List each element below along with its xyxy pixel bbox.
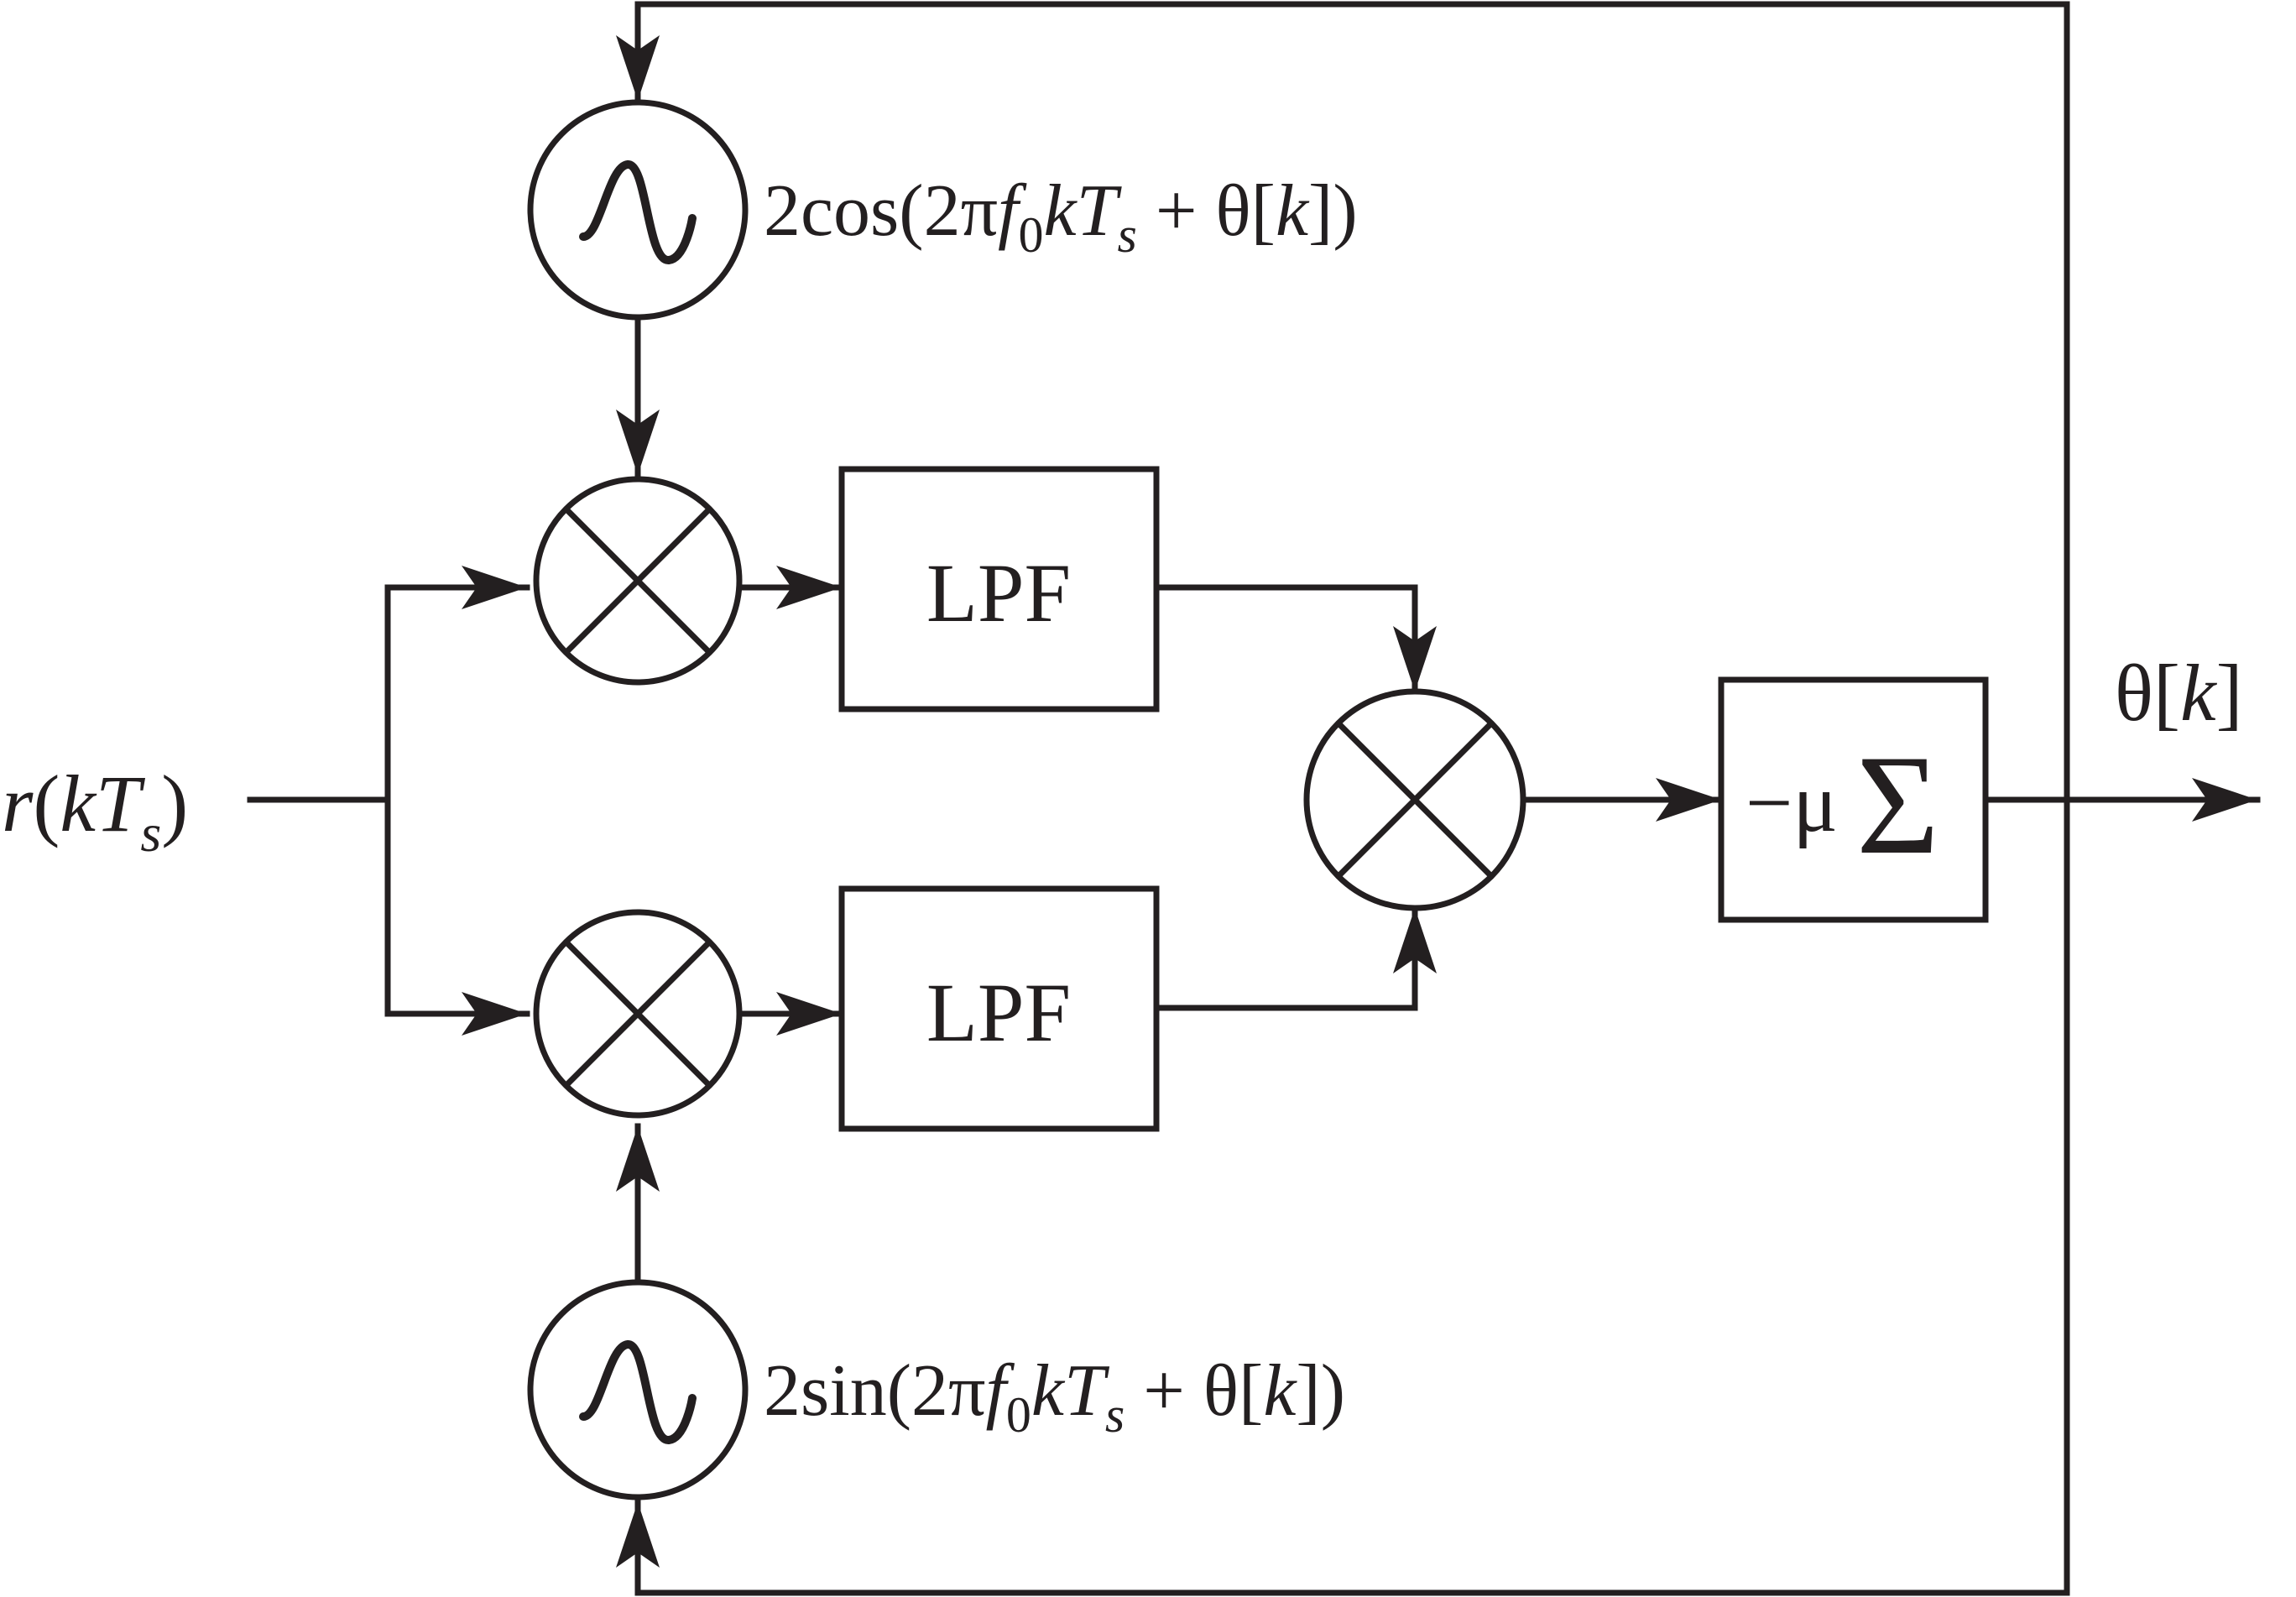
lpf-bottom-label: LPF xyxy=(926,966,1071,1059)
sin-t: T xyxy=(1064,1350,1110,1432)
multiply-icon xyxy=(1336,721,1494,879)
output-k: k xyxy=(2180,648,2218,738)
arrow-right-icon xyxy=(2192,778,2257,822)
arrow-down-icon xyxy=(616,410,660,475)
input-close-paren: ) xyxy=(161,759,188,848)
cos-f-subscript: 0 xyxy=(1019,207,1044,263)
cos-k: k xyxy=(1044,170,1078,252)
arrow-right-icon xyxy=(462,992,527,1036)
lpf-top-box xyxy=(838,466,1160,712)
arrow-down-icon xyxy=(616,35,660,101)
multiply-icon xyxy=(563,939,712,1088)
accumulator-gain-label: −μ xyxy=(1745,756,1838,849)
sine-wave-icon xyxy=(579,160,697,264)
arrow-up-icon xyxy=(616,1502,660,1568)
cos-oscillator-label: 2cos(2πf0kTs + θ[k]) xyxy=(764,170,1358,263)
input-var: r xyxy=(2,759,34,848)
input-t: T xyxy=(96,759,146,848)
multiply-icon xyxy=(563,506,712,655)
arrow-down-icon xyxy=(1393,626,1437,692)
accumulator-sum-icon: Σ xyxy=(1856,726,1939,884)
sin-oscillator-label: 2sin(2πf0kTs + θ[k]) xyxy=(764,1350,1345,1443)
lpf-top-label: LPF xyxy=(926,546,1071,639)
sin-plus-theta: + θ[ xyxy=(1125,1350,1263,1432)
oscillator-circle xyxy=(527,99,749,321)
sin-k: k xyxy=(1031,1350,1066,1432)
cos-k2: k xyxy=(1276,170,1310,252)
oscillator-circle xyxy=(527,1279,749,1500)
arrow-up-icon xyxy=(1393,908,1437,973)
feedback-bottom-wire xyxy=(634,1499,2070,1596)
output-theta: θ xyxy=(2115,648,2153,738)
cos-t-subscript: s xyxy=(1118,207,1137,263)
accumulator-box xyxy=(1718,676,1989,923)
bottom-lpf-to-phase-mixer-wire xyxy=(1153,905,1418,1011)
output-open-bracket: [ xyxy=(2153,648,2180,738)
sin-oscillator xyxy=(527,1279,749,1500)
input-signal-label: r(kTs) xyxy=(2,759,188,863)
arrow-right-icon xyxy=(776,992,842,1036)
sin-close: ]) xyxy=(1296,1350,1345,1432)
arrowheads xyxy=(462,35,2257,1568)
cos-t: T xyxy=(1077,170,1123,252)
sin-k2: k xyxy=(1263,1350,1297,1432)
lpf-bottom-box xyxy=(838,885,1160,1132)
bottom-mixer xyxy=(533,909,743,1119)
arrow-right-icon xyxy=(1656,778,1721,822)
feedback-top-wire xyxy=(634,1,2070,104)
top-mixer xyxy=(533,476,743,686)
cos-plus-theta: + θ[ xyxy=(1137,170,1276,252)
cos-prefix: 2cos(2π xyxy=(764,170,998,252)
cos-oscillator xyxy=(527,99,749,321)
sin-prefix: 2sin(2π xyxy=(764,1350,985,1432)
input-k: k xyxy=(60,759,97,848)
arrow-up-icon xyxy=(616,1126,660,1192)
output-signal-label: θ[k] xyxy=(2115,648,2243,738)
arrow-right-icon xyxy=(462,566,527,609)
sine-wave-icon xyxy=(579,1340,697,1444)
sin-t-subscript: s xyxy=(1105,1387,1125,1443)
cos-close: ]) xyxy=(1308,170,1358,252)
arrow-right-icon xyxy=(776,566,842,609)
sin-f-subscript: 0 xyxy=(1006,1387,1031,1443)
input-t-subscript: s xyxy=(140,803,161,863)
top-lpf-to-phase-mixer-wire xyxy=(1153,584,1418,695)
output-close-bracket: ] xyxy=(2216,648,2243,738)
input-open-paren: ( xyxy=(33,759,60,848)
phase-mixer xyxy=(1303,688,1526,911)
